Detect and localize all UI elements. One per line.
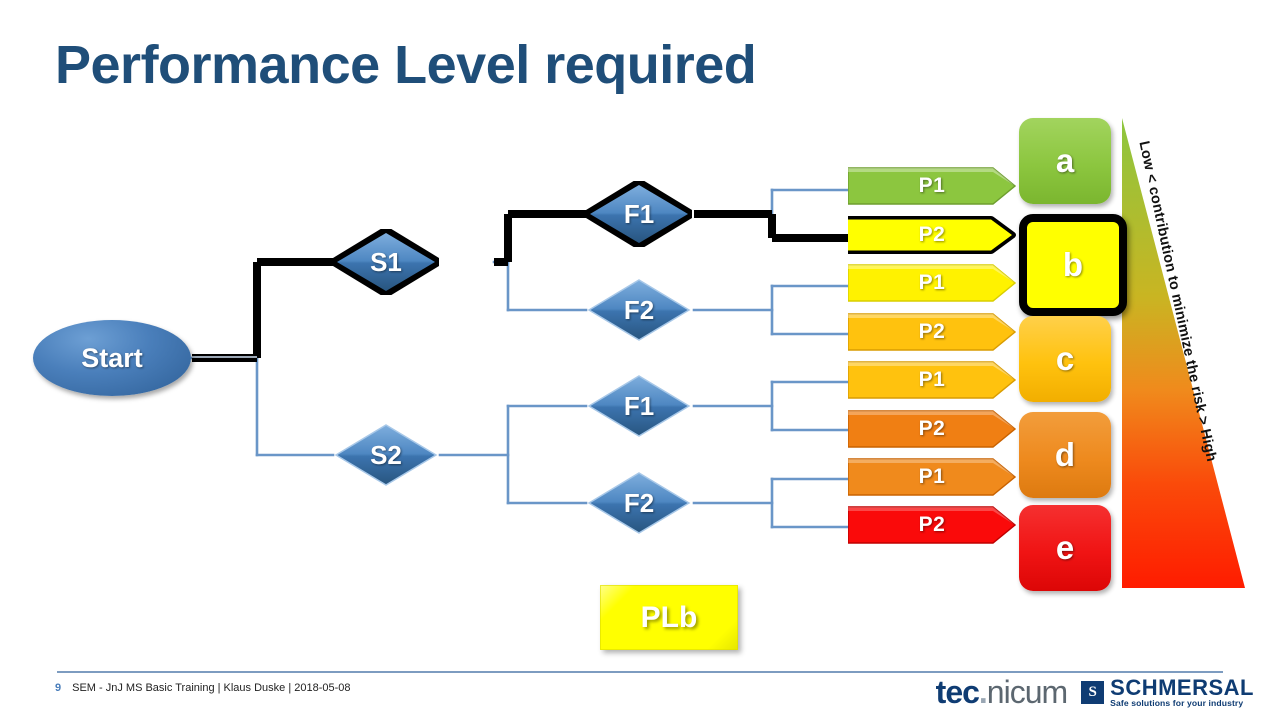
decision-node-s2[interactable]: S2 bbox=[333, 422, 439, 488]
probability-arrow-5-label: P1 bbox=[918, 368, 946, 391]
diamond-shape-icon bbox=[587, 375, 691, 437]
footer-meta-text: SEM - JnJ MS Basic Training | Klaus Dusk… bbox=[72, 682, 351, 694]
start-node-label: Start bbox=[81, 342, 143, 373]
performance-level-box-a[interactable]: a bbox=[1019, 118, 1111, 204]
tecnicum-logo-dot: . bbox=[978, 674, 988, 711]
decision-node-f2-upper[interactable]: F2 bbox=[586, 277, 692, 343]
schmersal-logo: S SCHMERSAL Safe solutions for your indu… bbox=[1081, 676, 1254, 708]
performance-level-box-d-label: d bbox=[1054, 436, 1076, 473]
probability-arrow-3-label: P1 bbox=[918, 271, 946, 294]
diamond-shape-icon bbox=[333, 229, 439, 295]
performance-level-box-b[interactable]: b bbox=[1019, 214, 1127, 316]
probability-arrow-6[interactable]: P2 bbox=[848, 410, 1016, 448]
probability-arrow-1[interactable]: P1 bbox=[848, 167, 1016, 205]
chevron-arrow-icon bbox=[848, 506, 1016, 544]
decision-node-s1-label: S1 bbox=[370, 246, 402, 277]
decision-node-f1-upper-label: F1 bbox=[623, 198, 655, 229]
decision-node-f1-lower[interactable]: F1 bbox=[586, 373, 692, 439]
probability-arrow-6-label: P2 bbox=[918, 417, 946, 440]
decision-node-s2-label: S2 bbox=[370, 439, 402, 470]
probability-arrow-7-label: P1 bbox=[918, 465, 946, 488]
chevron-arrow-icon bbox=[848, 410, 1016, 448]
risk-triangle-shape bbox=[1122, 118, 1245, 588]
schmersal-brand-name: SCHMERSAL bbox=[1110, 675, 1254, 700]
decision-node-s1[interactable]: S1 bbox=[333, 229, 439, 295]
diamond-shape-icon bbox=[334, 424, 438, 486]
connector-lines bbox=[190, 118, 1245, 588]
probability-arrow-8-label: P2 bbox=[918, 513, 946, 536]
chevron-arrow-icon bbox=[848, 264, 1016, 302]
result-box-plb[interactable]: PLb bbox=[600, 585, 738, 650]
tecnicum-logo-tec: tec bbox=[935, 674, 980, 711]
start-node[interactable]: Start bbox=[33, 320, 191, 396]
probability-arrow-2-label: P2 bbox=[918, 223, 946, 246]
decision-node-f2-lower-label: F2 bbox=[623, 487, 655, 518]
probability-arrow-5[interactable]: P1 bbox=[848, 361, 1016, 399]
diamond-shape-icon bbox=[587, 472, 691, 534]
probability-arrow-4[interactable]: P2 bbox=[848, 313, 1016, 351]
page-title: Performance Level required bbox=[55, 35, 757, 95]
chevron-arrow-icon bbox=[848, 458, 1016, 496]
logo-area: tec.nicum S SCHMERSAL Safe solutions for… bbox=[936, 676, 1254, 708]
risk-graph-diagram: Start S1 S2 F1 F2 F1 bbox=[33, 118, 1245, 650]
tecnicum-logo: tec.nicum bbox=[935, 674, 1069, 711]
probability-arrow-1-label: P1 bbox=[918, 174, 946, 197]
chevron-arrow-icon bbox=[848, 167, 1016, 205]
probability-arrow-3[interactable]: P1 bbox=[848, 264, 1016, 302]
schmersal-mark-icon: S bbox=[1081, 680, 1105, 704]
chevron-arrow-icon bbox=[848, 361, 1016, 399]
performance-level-box-a-label: a bbox=[1055, 142, 1075, 179]
footer-divider bbox=[57, 671, 1223, 673]
probability-arrow-7[interactable]: P1 bbox=[848, 458, 1016, 496]
slide-page-number: 9 bbox=[55, 682, 62, 694]
tecnicum-logo-nicum: nicum bbox=[986, 674, 1068, 711]
performance-level-box-e[interactable]: e bbox=[1019, 505, 1111, 591]
schmersal-text-block: SCHMERSAL Safe solutions for your indust… bbox=[1110, 676, 1254, 708]
decision-node-f1-lower-label: F1 bbox=[623, 390, 655, 421]
chevron-arrow-icon bbox=[848, 313, 1016, 351]
decision-node-f2-lower[interactable]: F2 bbox=[586, 470, 692, 536]
performance-level-box-c[interactable]: c bbox=[1019, 316, 1111, 402]
performance-level-box-b-label: b bbox=[1062, 246, 1084, 283]
decision-node-f2-upper-label: F2 bbox=[623, 294, 655, 325]
performance-level-box-d[interactable]: d bbox=[1019, 412, 1111, 498]
performance-level-box-e-label: e bbox=[1055, 529, 1075, 566]
diamond-shape-icon bbox=[586, 181, 692, 247]
chevron-arrow-icon bbox=[848, 216, 1016, 254]
diamond-shape-icon bbox=[587, 279, 691, 341]
decision-node-f1-upper[interactable]: F1 bbox=[586, 181, 692, 247]
footer-meta: 9 SEM - JnJ MS Basic Training | Klaus Du… bbox=[55, 682, 351, 694]
probability-arrow-4-label: P2 bbox=[918, 320, 946, 343]
probability-arrow-8[interactable]: P2 bbox=[848, 506, 1016, 544]
result-box-plb-label: PLb bbox=[640, 600, 698, 634]
schmersal-tagline: Safe solutions for your industry bbox=[1110, 698, 1244, 709]
performance-level-box-c-label: c bbox=[1055, 340, 1075, 377]
probability-arrow-2[interactable]: P2 bbox=[848, 216, 1016, 254]
